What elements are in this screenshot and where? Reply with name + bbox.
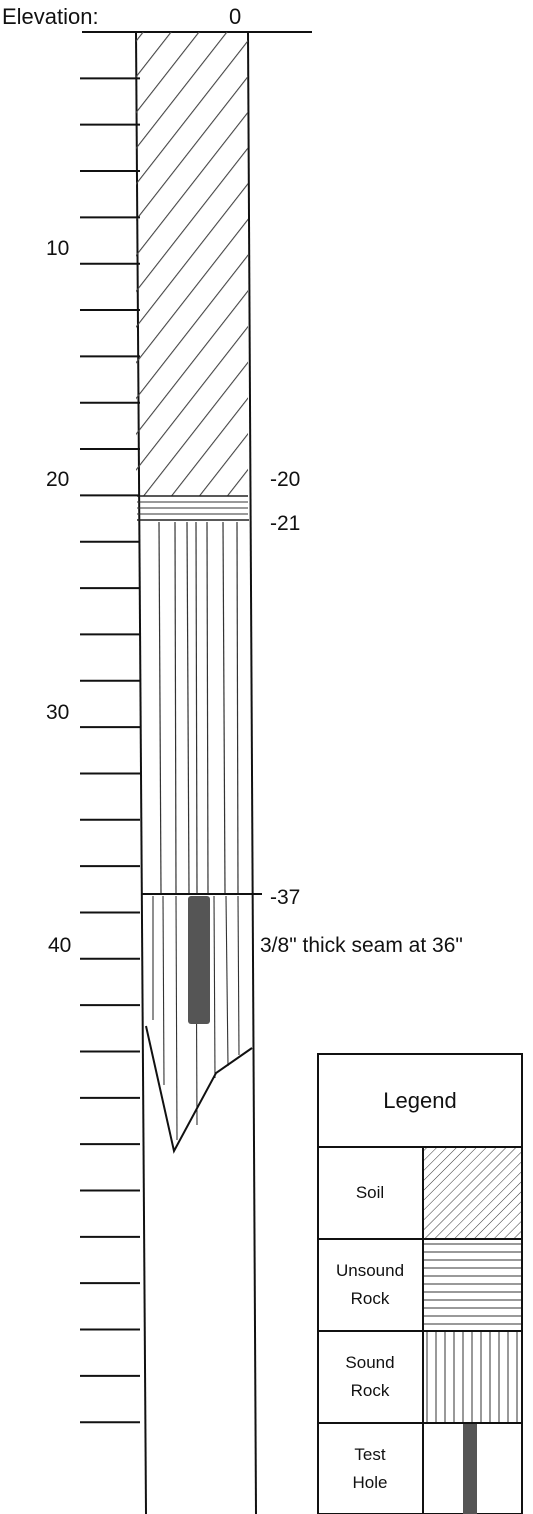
depth-ticks [80,77,140,1424]
sound-rock-layer [158,521,239,894]
legend-soil-label: Soil [356,1183,384,1202]
depth-label-10: 10 [46,237,69,260]
depth-label-20: 20 [46,468,69,491]
soil-layer [136,32,248,496]
legend-unsound-rock-label-line1: Unsound [336,1261,404,1280]
legend-title: Legend [383,1088,456,1113]
boundary-label-37: -37 [270,886,300,909]
boundary-label-21: -21 [270,512,300,535]
depth-label-40: 40 [48,934,71,957]
legend-test-hole-label-line2: Hole [353,1473,388,1492]
elevation-label: Elevation: [2,4,99,29]
legend-unsound-rock-label-line2: Rock [351,1289,390,1308]
test-hole [188,896,210,1024]
boundary-label-20: -20 [270,468,300,491]
seam-annotation: 3/8" thick seam at 36" [260,934,463,957]
legend-unsound-rock-swatch [424,1240,521,1330]
legend-sound-rock-label-line2: Rock [351,1381,390,1400]
boring-right-edge [247,31,257,1514]
unsound-rock-layer [137,495,249,521]
drill-tip-outline [145,1025,253,1154]
legend-sound-rock-swatch [424,1332,521,1422]
legend: Legend Soil Unsound Rock Sound Rock Test… [317,1053,523,1514]
legend-test-hole-label-line1: Test [354,1445,385,1464]
legend-test-hole-swatch [463,1424,477,1514]
depth-label-30: 30 [46,701,69,724]
elevation-top-value: 0 [229,4,241,29]
legend-soil-swatch [424,1148,521,1238]
legend-sound-rock-label-line1: Sound [345,1353,394,1372]
